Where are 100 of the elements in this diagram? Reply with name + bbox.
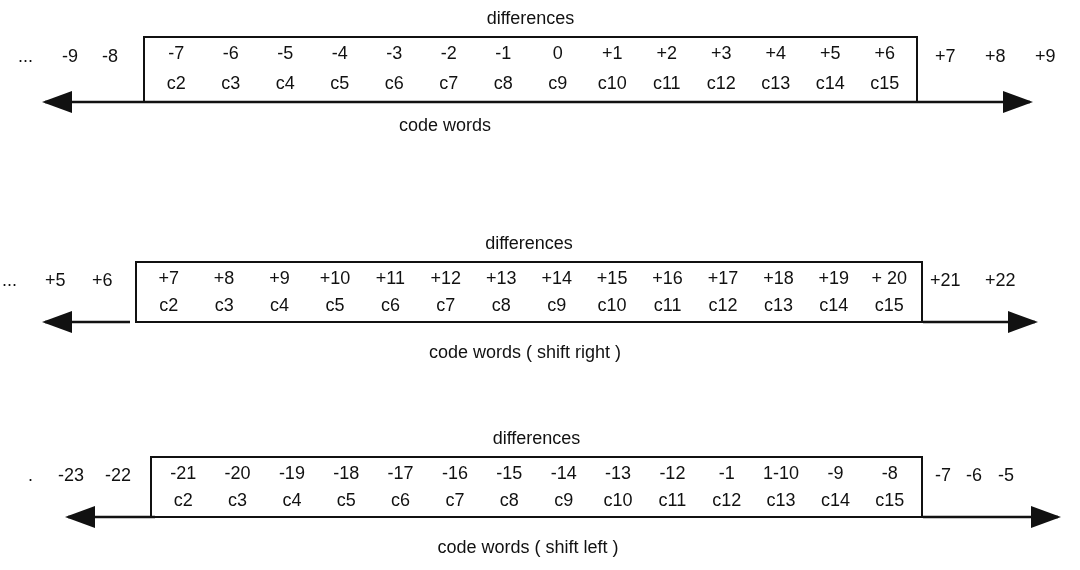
difference-value: +15: [595, 267, 629, 290]
code-word: c3: [227, 489, 249, 512]
code-word: c13: [760, 71, 792, 95]
difference-value: -13: [604, 462, 633, 485]
difference-value: -7: [935, 465, 951, 486]
difference-value: -8: [102, 46, 118, 67]
code-word: c2: [158, 294, 180, 317]
difference-value: +12: [429, 267, 463, 290]
code-word: c3: [213, 294, 235, 317]
code-word: c9: [553, 489, 575, 512]
difference-value: +14: [540, 267, 573, 290]
code-word: c7: [438, 71, 460, 95]
code-word: c9: [547, 71, 569, 95]
difference-value: +6: [92, 270, 113, 291]
difference-value: +4: [764, 42, 787, 65]
code-word: c9: [546, 294, 568, 317]
difference-value: 0: [551, 42, 564, 65]
code-word: c5: [324, 294, 346, 317]
difference-value: + 20: [870, 267, 909, 290]
difference-value: +5: [819, 42, 842, 65]
difference-value: +9: [268, 267, 291, 290]
code-word: c4: [269, 294, 291, 317]
difference-value: -18: [332, 462, 361, 485]
difference-value: -1: [494, 42, 513, 65]
code-word: c7: [444, 489, 466, 512]
code-word: c5: [335, 489, 357, 512]
difference-value: -6: [221, 42, 240, 65]
code-word: c15: [873, 294, 905, 317]
difference-value: +22: [985, 270, 1016, 291]
difference-value: -1: [717, 462, 736, 485]
code-word: c14: [818, 294, 850, 317]
difference-value: +8: [212, 267, 236, 290]
code-word: c6: [379, 294, 401, 317]
difference-value: -23: [58, 465, 84, 486]
difference-value: -4: [330, 42, 349, 65]
code-word: c4: [274, 71, 296, 95]
difference-value: +7: [935, 46, 956, 67]
axis-caption: code words: [398, 115, 492, 136]
table-heading: differences: [491, 428, 582, 449]
difference-value: -9: [62, 46, 78, 67]
difference-value: +6: [873, 42, 896, 65]
ellipsis: ...: [18, 46, 33, 67]
code-word: c2: [165, 71, 187, 95]
difference-value: +21: [930, 270, 961, 291]
difference-value: -12: [658, 462, 687, 485]
code-word: c13: [762, 294, 794, 317]
code-word: c10: [596, 71, 628, 95]
difference-value: +17: [706, 267, 740, 290]
difference-value: +1: [601, 42, 624, 65]
difference-value: +11: [374, 267, 406, 290]
code-word: c12: [705, 71, 737, 95]
difference-value: -3: [385, 42, 404, 65]
ellipsis: ...: [2, 270, 17, 291]
code-word: c11: [652, 294, 683, 317]
difference-value: +13: [485, 267, 518, 290]
difference-value: -19: [277, 462, 306, 485]
difference-value: +19: [817, 267, 851, 290]
table-heading: differences: [484, 233, 574, 254]
axis-caption: code words ( shift left ): [437, 537, 619, 558]
difference-value: +18: [762, 267, 795, 290]
difference-value: -15: [495, 462, 524, 485]
difference-value: -16: [440, 462, 469, 485]
code-word: c15: [869, 71, 901, 95]
code-word: c11: [651, 71, 682, 95]
difference-value: +5: [45, 270, 66, 291]
difference-value: -7: [167, 42, 186, 65]
difference-value: +8: [985, 46, 1006, 67]
code-word: c6: [390, 489, 412, 512]
code-word: c13: [765, 489, 797, 512]
difference-value: +2: [655, 42, 678, 65]
difference-value: -5: [276, 42, 295, 65]
difference-value: -9: [826, 462, 845, 485]
axis-caption: code words ( shift right ): [428, 342, 622, 363]
code-word: c8: [490, 294, 512, 317]
difference-value: +7: [157, 267, 180, 290]
code-word: c4: [281, 489, 303, 512]
code-word: c15: [874, 489, 906, 512]
difference-value: -6: [966, 465, 982, 486]
code-word: c3: [220, 71, 242, 95]
ellipsis: .: [28, 465, 33, 486]
code-word: c14: [819, 489, 851, 512]
difference-value: -5: [998, 465, 1014, 486]
code-word: c6: [383, 71, 405, 95]
code-word: c11: [657, 489, 688, 512]
code-word: c12: [711, 489, 743, 512]
difference-value: +16: [651, 267, 684, 290]
code-word: c7: [435, 294, 457, 317]
difference-value: +9: [1035, 46, 1056, 67]
code-word: c14: [814, 71, 846, 95]
code-word: c8: [498, 489, 520, 512]
difference-value: -14: [549, 462, 578, 485]
code-word: c2: [172, 489, 194, 512]
difference-value: -20: [223, 462, 252, 485]
difference-value: -17: [386, 462, 415, 485]
table-heading: differences: [485, 8, 576, 29]
difference-value: -22: [105, 465, 131, 486]
difference-value: 1-10: [762, 462, 801, 485]
code-word: c10: [602, 489, 634, 512]
difference-value: -8: [880, 462, 899, 485]
code-word: c8: [492, 71, 514, 95]
